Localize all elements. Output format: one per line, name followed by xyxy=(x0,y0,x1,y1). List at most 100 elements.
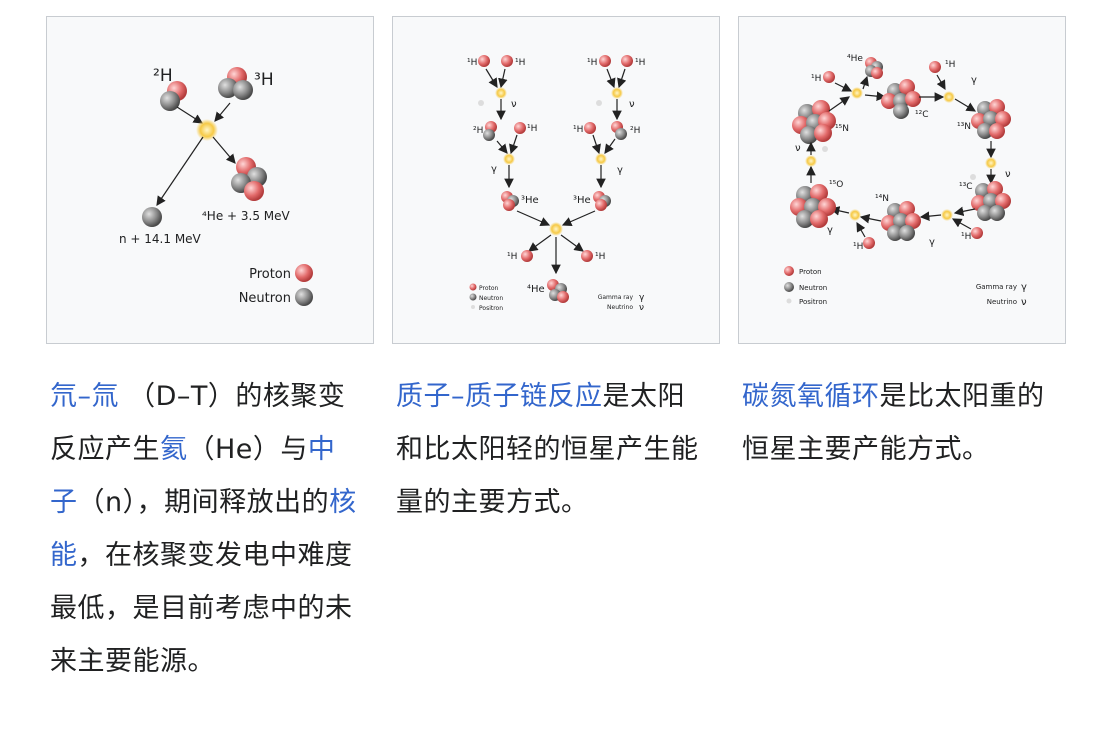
pp-legend: Proton Neutron Positron Gamma ray γ Neut… xyxy=(469,283,645,313)
deuterium-neutron xyxy=(160,91,180,111)
cno-cycle-caption: 碳氮氧循环是比太阳重的恒星主要产能方式。 xyxy=(742,370,1054,476)
left-proton-a xyxy=(478,55,490,67)
n15-label: ¹⁵N xyxy=(835,124,849,134)
pp-chain-svg: ¹H ¹H ν ²H ¹H xyxy=(467,55,645,313)
right-h2-label: ²H xyxy=(630,126,640,136)
final-he4-label: ⁴He xyxy=(527,284,545,295)
dt-fusion-diagram[interactable]: ²H ³H ⁴He + 3.5 MeV n + 14.1 MeV xyxy=(46,16,374,344)
arrow-to-n13 xyxy=(954,98,977,112)
energy-bottom-right-icon xyxy=(941,209,953,221)
right-positron xyxy=(596,100,602,106)
right-proton-b xyxy=(621,55,633,67)
deuterium-label: ²H xyxy=(153,66,173,86)
nucleus-n15 xyxy=(792,100,836,144)
energy-right-icon xyxy=(985,157,997,169)
energy-left-icon xyxy=(805,155,817,167)
dt-fusion-svg: ²H ³H ⁴He + 3.5 MeV n + 14.1 MeV xyxy=(119,66,313,306)
left-h1-proton xyxy=(514,122,526,134)
legend-neutrino-label: Neutrino xyxy=(607,304,633,311)
caption-text-1: （D–T）的核聚变反应产生 xyxy=(50,381,346,465)
legend-positron-label: Positron xyxy=(799,298,827,306)
right-arrow-1 xyxy=(606,68,616,89)
right-h2-neutron xyxy=(615,128,627,140)
legend-gamma-label: Gamma ray xyxy=(598,294,634,301)
link-deuterium[interactable]: 氘 xyxy=(50,381,78,412)
link-tritium[interactable]: 氚 xyxy=(91,381,119,412)
legend-neutron-icon xyxy=(784,282,794,292)
link-neutron[interactable]: 中子 xyxy=(50,434,336,518)
energy-top-left-icon xyxy=(851,87,863,99)
nu-left: ν xyxy=(795,143,801,154)
caption-text-4: ，在核聚变发电中难度最低，是目前考虑中的未来主要能源。 xyxy=(50,540,353,677)
gamma-bottom-left: γ xyxy=(827,225,833,236)
legend-neutrino-label: Neutrino xyxy=(987,298,1017,306)
final-h1-label-left: ¹H xyxy=(507,252,517,262)
pp-chain-diagram[interactable]: ¹H ¹H ν ²H ¹H xyxy=(392,16,720,344)
right-h1-label-b: ¹H xyxy=(635,58,645,68)
legend-proton-label: Proton xyxy=(799,268,822,276)
pp-chain-caption: 质子–质子链反应是太阳和比太阳轻的恒星产生能量的主要方式。 xyxy=(396,370,708,529)
link-nuclear-energy[interactable]: 核能 xyxy=(50,487,357,571)
right-arrow-2 xyxy=(617,68,627,89)
final-h1-label-right: ¹H xyxy=(595,252,605,262)
energy-top-right-icon xyxy=(943,91,955,103)
nu-right: ν xyxy=(1005,169,1011,180)
final-arrow-out-right xyxy=(560,234,584,252)
left-h1-label-c: ¹H xyxy=(527,124,537,134)
right-he3-label: ³He xyxy=(573,195,591,206)
left-proton-b xyxy=(501,55,513,67)
h1-label-bottomright: ¹H xyxy=(961,232,971,242)
legend-gamma-symbol: γ xyxy=(1021,282,1027,293)
cno-cycle-diagram[interactable]: ¹⁵N ¹H ⁴He ¹²C xyxy=(738,16,1066,344)
left-h2-neutron xyxy=(483,129,495,141)
left-energy-2-icon xyxy=(503,153,515,165)
pp-caption-text: 是太阳和比太阳轻的恒星产生能量的主要方式。 xyxy=(396,381,699,518)
legend-gamma-label: Gamma ray xyxy=(976,283,1017,291)
arrow-helium-out xyxy=(212,136,236,164)
legend-neutrino-symbol: ν xyxy=(639,303,644,313)
left-he3-proton-2 xyxy=(503,199,515,211)
legend-proton-icon xyxy=(469,283,477,291)
right-he3-proton-2 xyxy=(595,199,607,211)
pp-final-step: ¹H ¹H ⁴He xyxy=(507,210,605,303)
arrow-proton-in-1 xyxy=(834,82,853,92)
final-proton-right xyxy=(581,250,593,262)
image-gallery: ²H ³H ⁴He + 3.5 MeV n + 14.1 MeV xyxy=(46,16,1070,736)
link-pp-chain[interactable]: 质子–质子链反应 xyxy=(396,381,603,412)
legend-positron-label: Positron xyxy=(479,305,503,312)
cno-caption-text: 是比太阳重的恒星主要产能方式。 xyxy=(742,381,1045,465)
legend-proton-icon xyxy=(784,266,794,276)
right-arrow-5 xyxy=(604,138,616,154)
link-cno-cycle[interactable]: 碳氮氧循环 xyxy=(742,381,880,412)
nucleus-o15 xyxy=(790,184,836,228)
right-gamma-label: γ xyxy=(617,165,623,176)
n14-label: ¹⁴N xyxy=(875,194,889,204)
right-h1-proton xyxy=(584,122,596,134)
o15-label: ¹⁵O xyxy=(829,180,843,190)
arrow-proton-in-4 xyxy=(856,221,866,238)
arrow-c13-out xyxy=(953,206,976,217)
caption-dash: – xyxy=(77,381,92,412)
helium-energy-label: ⁴He + 3.5 MeV xyxy=(202,209,291,223)
h1-label-topright: ¹H xyxy=(945,60,955,70)
left-gamma-label: γ xyxy=(491,164,497,175)
left-h1-label-a: ¹H xyxy=(467,58,477,68)
left-positron xyxy=(478,100,484,106)
link-helium[interactable]: 氦 xyxy=(160,434,188,465)
dt-fusion-caption: 氘–氚 （D–T）的核聚变反应产生氦（He）与中子（n），期间释放出的核能，在核… xyxy=(50,370,362,688)
cno-cycle-svg: ¹⁵N ¹H ⁴He ¹²C xyxy=(784,54,1027,308)
right-energy-2-icon xyxy=(595,153,607,165)
he4-proton-2 xyxy=(557,291,569,303)
legend-neutron-icon xyxy=(295,288,313,306)
nucleus-c13 xyxy=(971,181,1011,221)
arrow-to-c12 xyxy=(864,91,887,101)
right-proton-a xyxy=(599,55,611,67)
arrow-proton-in-2 xyxy=(936,74,946,91)
legend-neutrino-symbol: ν xyxy=(1021,297,1027,308)
positron-left xyxy=(822,146,828,152)
legend-proton-label: Proton xyxy=(249,267,291,282)
neutron-energy-label: n + 14.1 MeV xyxy=(119,232,202,246)
left-neutrino-label: ν xyxy=(511,99,517,110)
final-arrow-out-left xyxy=(528,234,552,252)
energy-burst-icon xyxy=(196,119,218,141)
